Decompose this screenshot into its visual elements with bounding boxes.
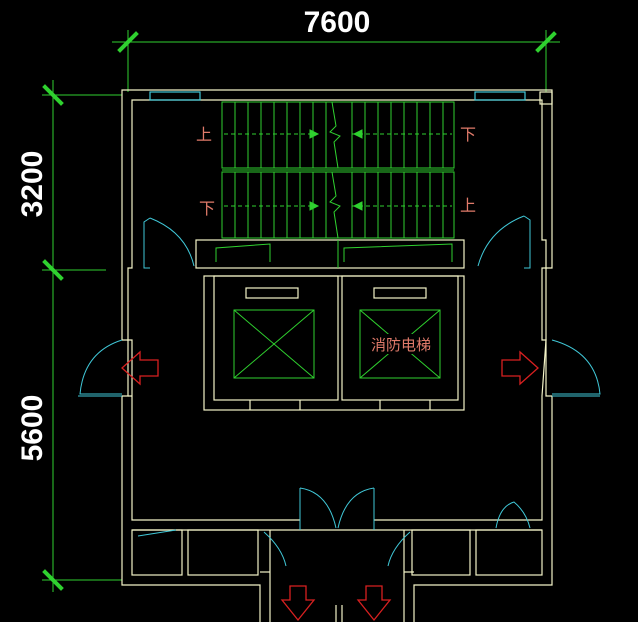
stair-treads [234, 102, 444, 238]
window-top-left [149, 91, 201, 101]
landing-slab-left [215, 243, 271, 262]
landing-slab-right [343, 243, 453, 262]
elevator-shaft-1 [213, 275, 339, 401]
room-bottom-2 [187, 529, 259, 576]
tick-left-top [42, 84, 64, 106]
stair-label-up-lower: 上 [460, 196, 476, 215]
door-room-4 [495, 501, 531, 529]
left-upper-dimension: 3200 [16, 151, 49, 218]
stair-arrow-lower-right [352, 201, 363, 211]
arrow-down-left-icon [280, 585, 316, 622]
elevator-slot-2 [373, 287, 427, 299]
stair-label-down-lower: 下 [199, 199, 215, 218]
stair-arrow-lower-left [309, 201, 320, 211]
break-line-lower [329, 171, 341, 239]
top-width-dimension: 7600 [304, 6, 371, 39]
arrow-right-icon [501, 350, 539, 386]
door-frame-upper-left [143, 217, 151, 269]
dimension-ticks [42, 31, 557, 591]
door-corridor-left [263, 531, 287, 567]
room-bottom-4 [475, 529, 543, 576]
stairs [215, 101, 455, 268]
window-top-right [474, 91, 526, 101]
elevator-car-1 [233, 309, 315, 379]
elevator-shaft-2 [341, 275, 459, 401]
door-corridor-right [387, 531, 411, 567]
elevator-car-2 [359, 309, 441, 379]
stair-landing-block [195, 239, 465, 269]
dimension-lines [42, 30, 560, 592]
tick-top-right [535, 31, 557, 53]
doors [78, 215, 601, 567]
column-top-right [539, 91, 553, 105]
outer-wall-right [413, 89, 553, 622]
elevator-cars [233, 309, 441, 379]
arrow-left-icon [121, 350, 159, 386]
fire-elevator-label: 消防电梯 [371, 336, 431, 354]
tick-top-left [117, 31, 139, 53]
door-swing-upper-right [477, 215, 525, 267]
door-middle-right [551, 339, 601, 395]
stair-arrow-upper-left [309, 129, 320, 139]
tick-left-mid [42, 259, 64, 281]
room-bottom-3 [411, 529, 471, 576]
door-bottom-right-leaf [337, 487, 375, 529]
elevator-label-bg [364, 334, 436, 354]
elevator-car-1-cross-b [233, 309, 315, 379]
door-frame-upper-right [523, 215, 531, 269]
left-lower-dimension: 5600 [16, 395, 49, 462]
stair-label-up-upper: 上 [196, 125, 212, 144]
door-swing-upper-left [149, 217, 195, 267]
outer-wall [121, 89, 261, 622]
walls [121, 89, 553, 622]
elevator-slot-1 [245, 287, 299, 299]
stair-label-down-upper: 下 [460, 125, 476, 144]
tick-left-bottom [42, 569, 64, 591]
door-bottom-left-leaf [299, 487, 337, 529]
room-bottom-1 [131, 529, 183, 576]
inner-wall-left [127, 99, 300, 521]
door-middle-left [79, 339, 123, 395]
arrow-down-right-icon [356, 585, 392, 622]
inner-wall-right [374, 99, 547, 521]
stair-arrow-upper-right [352, 129, 363, 139]
evacuation-arrows [121, 350, 539, 622]
door-room-1 [137, 529, 177, 537]
break-line-upper [329, 101, 341, 169]
